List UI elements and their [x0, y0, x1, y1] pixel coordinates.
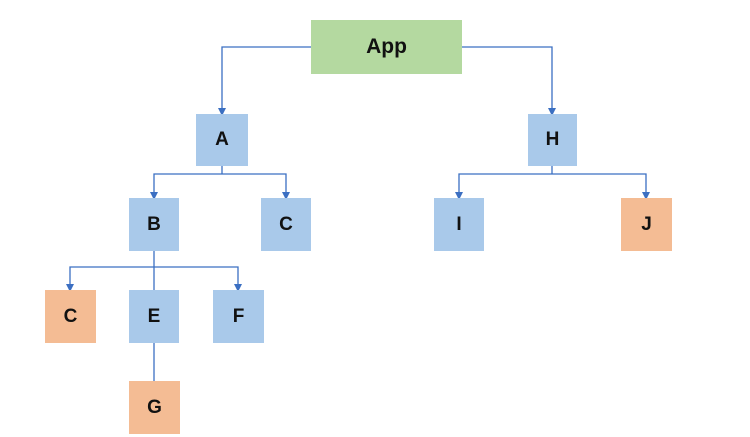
edge-a-b	[150, 173, 222, 200]
node-g: G	[129, 381, 180, 434]
node-a: A	[196, 114, 248, 166]
edge-b-f	[154, 266, 242, 292]
node-i: I	[434, 198, 484, 251]
node-b: B	[129, 198, 179, 251]
node-f: F	[213, 290, 264, 343]
edge-h-j	[552, 173, 650, 200]
edge-a-c	[222, 173, 290, 200]
edge-app-a	[218, 46, 311, 116]
node-c-under-b: C	[45, 290, 96, 343]
node-j: J	[621, 198, 672, 251]
node-e: E	[129, 290, 179, 343]
edge-app-h	[462, 46, 556, 116]
node-c-under-a: C	[261, 198, 311, 251]
node-app: App	[311, 20, 462, 74]
edge-b-c	[66, 266, 154, 292]
edge-h-i	[455, 173, 552, 200]
node-h: H	[528, 114, 577, 166]
